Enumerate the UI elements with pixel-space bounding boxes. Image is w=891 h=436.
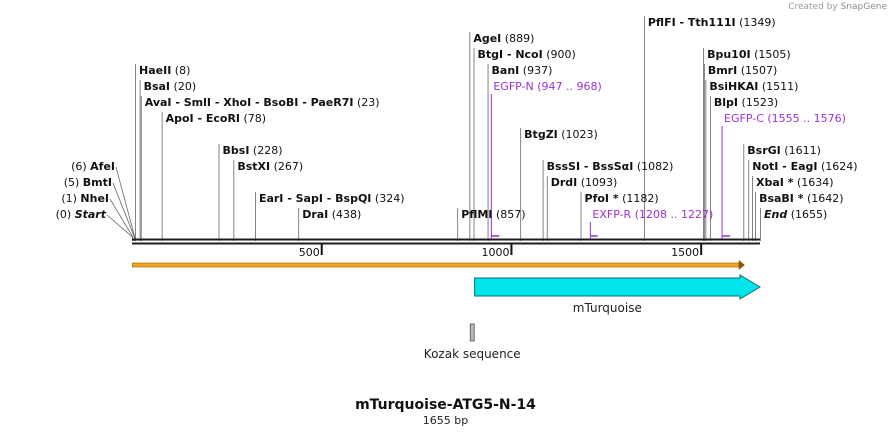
feature-box-kozak-sequence[interactable] bbox=[469, 323, 475, 342]
tick-label-1500: 1500 bbox=[671, 246, 699, 259]
site-label-bstxi[interactable]: BstXI (267) bbox=[237, 160, 303, 173]
snapgene-logo-text[interactable]: SnapGene bbox=[840, 2, 887, 12]
primer-layer: EGFP-N (947 .. 968) EXFP-R (1208 .. 1227)… bbox=[490, 80, 846, 239]
feature-label-mturquoise[interactable]: mTurquoise bbox=[573, 301, 642, 315]
site-labels: (0) Start (1) NheI (5) BmtI (6) AfeI HaeII (… bbox=[56, 16, 858, 221]
site-label-bmti[interactable]: (5) BmtI bbox=[64, 176, 112, 189]
orf-arrowhead bbox=[738, 260, 745, 270]
feature-label-kozak-sequence[interactable]: Kozak sequence bbox=[424, 347, 521, 361]
sequence-length: 1655 bp bbox=[422, 414, 469, 427]
site-label-pflfi-tth111i[interactable]: PflFI - Tth111I (1349) bbox=[648, 16, 776, 29]
site-label-noti-eagi[interactable]: NotI - EagI (1624) bbox=[752, 160, 857, 173]
leader-bmti bbox=[112, 182, 135, 241]
site-label-end[interactable]: End (1655) bbox=[764, 208, 827, 221]
tick-label-1000: 1000 bbox=[481, 246, 509, 259]
site-label-bsihkai[interactable]: BsiHKAI (1511) bbox=[709, 80, 798, 93]
site-label-agei[interactable]: AgeI (889) bbox=[473, 32, 534, 45]
site-label-drai[interactable]: DraI (438) bbox=[302, 208, 361, 221]
site-label-blpi[interactable]: BlpI (1523) bbox=[714, 96, 778, 109]
credit: Created by SnapGene bbox=[788, 2, 887, 12]
site-label-eari-sapi-bspqi[interactable]: EarI - SapI - BspQI (324) bbox=[259, 192, 405, 205]
site-label-bsai[interactable]: BsaI (20) bbox=[144, 80, 197, 93]
primer-label-egfp-n[interactable]: EGFP-N (947 .. 968) bbox=[493, 80, 601, 93]
ruler-ticks: 500 1000 1500 bbox=[299, 244, 703, 259]
feature-arrow-mturquoise[interactable] bbox=[474, 274, 761, 300]
site-label-xbai[interactable]: XbaI * (1634) bbox=[756, 176, 834, 189]
site-leader-lines bbox=[106, 16, 761, 241]
primer-label-egfp-c[interactable]: EGFP-C (1555 .. 1576) bbox=[724, 112, 846, 125]
site-label-start[interactable]: (0) Start bbox=[56, 208, 107, 221]
site-label-afei[interactable]: (6) AfeI bbox=[71, 160, 115, 173]
site-label-bsssi-bsss-i[interactable]: BssSI - BssSαI (1082) bbox=[547, 160, 674, 173]
site-label-bmri[interactable]: BmrI (1507) bbox=[708, 64, 777, 77]
orf-bar[interactable] bbox=[132, 262, 740, 268]
primer-label-exfp-r[interactable]: EXFP-R (1208 .. 1227) bbox=[592, 208, 713, 221]
site-label-drdi[interactable]: DrdI (1093) bbox=[551, 176, 618, 189]
site-label-bsrgi[interactable]: BsrGI (1611) bbox=[747, 144, 821, 157]
site-label-bsabi[interactable]: BsaBI * (1642) bbox=[759, 192, 844, 205]
site-label-btgi-ncoi[interactable]: BtgI - NcoI (900) bbox=[478, 48, 576, 61]
site-label-bpu10i[interactable]: Bpu10I (1505) bbox=[707, 48, 791, 61]
site-label-bani[interactable]: BanI (937) bbox=[492, 64, 553, 77]
site-label-pfoi[interactable]: PfoI * (1182) bbox=[585, 192, 659, 205]
site-label-nhei[interactable]: (1) NheI bbox=[61, 192, 109, 205]
leader-start bbox=[106, 214, 133, 241]
backbone bbox=[132, 238, 760, 245]
map-title: mTurquoise-ATG5-N-14 bbox=[355, 397, 536, 413]
site-label-bbsi[interactable]: BbsI (228) bbox=[223, 144, 283, 157]
orf-layer bbox=[132, 260, 745, 270]
tick-label-500: 500 bbox=[299, 246, 320, 259]
site-label-haeii[interactable]: HaeII (8) bbox=[139, 64, 190, 77]
credit-text: Created by bbox=[788, 2, 838, 12]
site-label-apoi-ecori[interactable]: ApoI - EcoRI (78) bbox=[166, 112, 267, 125]
site-label-avai-smli-xhoi-bsobi-paer7i[interactable]: AvaI - SmlI - XhoI - BsoBI - PaeR7I (23) bbox=[145, 96, 380, 109]
site-label-btgzi[interactable]: BtgZI (1023) bbox=[524, 128, 598, 141]
site-label-pflmi[interactable]: PflMI (857) bbox=[461, 208, 525, 221]
